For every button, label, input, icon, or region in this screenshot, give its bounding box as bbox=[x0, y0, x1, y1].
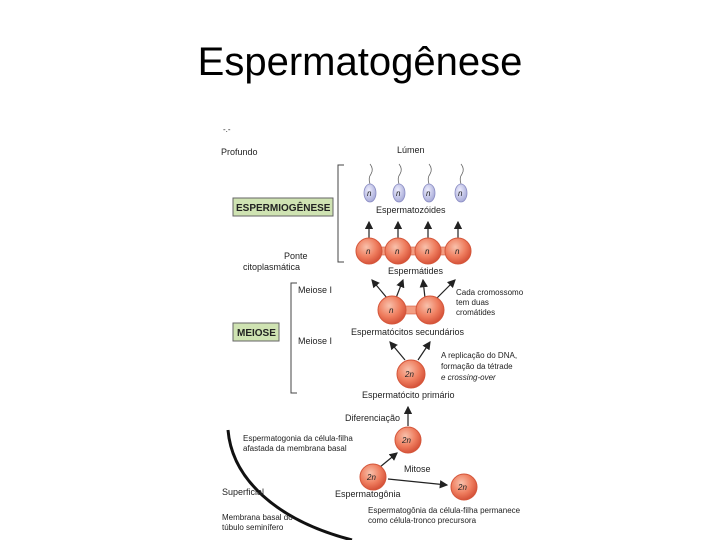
corner-mark: -.- bbox=[223, 125, 231, 134]
label-superficial: Superficial bbox=[222, 487, 264, 497]
label-meiose-i: Meiose I bbox=[298, 336, 332, 346]
label-espermatogonia-afastada-2: afastada da membrana basal bbox=[243, 444, 347, 453]
svg-text:n: n bbox=[367, 189, 372, 198]
label-membrana-basal-1: Membrana basal do bbox=[222, 513, 293, 522]
label-profundo: Profundo bbox=[221, 147, 258, 157]
label-membrana-basal-2: túbulo seminífero bbox=[222, 523, 284, 532]
espermiogenese-box bbox=[232, 197, 334, 217]
secondary-spermatocyte-2: n bbox=[415, 295, 445, 325]
secondary-spermatocyte-1: n bbox=[377, 295, 407, 325]
espermiogenese-bracket bbox=[337, 164, 344, 263]
sperm-tails bbox=[368, 163, 464, 185]
svg-text:2n: 2n bbox=[404, 370, 414, 379]
meiose-bracket bbox=[290, 282, 297, 394]
meiose-box bbox=[232, 322, 280, 342]
label-replicacao-2: formação da tétrade bbox=[441, 362, 513, 371]
label-cromossomo-3: cromátides bbox=[456, 308, 495, 317]
svg-text:n: n bbox=[455, 247, 460, 256]
spermatid-4: n bbox=[444, 237, 472, 265]
spermatid-3: n bbox=[414, 237, 442, 265]
svg-text:2n: 2n bbox=[457, 483, 467, 492]
meiose-box-label: MEIOSE bbox=[237, 328, 276, 339]
svg-text:n: n bbox=[425, 247, 430, 256]
label-permanece-2: como célula-tronco precursora bbox=[368, 516, 477, 525]
label-espermatogonia: Espermatogônia bbox=[335, 489, 401, 499]
spermatozoon-4: n bbox=[454, 183, 468, 203]
svg-text:n: n bbox=[427, 306, 432, 315]
svg-text:n: n bbox=[366, 247, 371, 256]
spermatozoon-2: n bbox=[392, 183, 406, 203]
label-espermatozoides: Espermatozóides bbox=[376, 205, 446, 215]
label-mitose: Mitose bbox=[404, 464, 431, 474]
espermiogenese-box-label: ESPERMIOGÊNESE bbox=[236, 201, 331, 214]
label-espermatocito-primario: Espermatócito primário bbox=[362, 390, 455, 400]
mitose-arrows bbox=[379, 452, 449, 489]
label-ponte-1: Ponte bbox=[284, 251, 308, 261]
spermatozoon-3: n bbox=[422, 183, 436, 203]
spermatid-1: n bbox=[355, 237, 383, 265]
label-replicacao-3: e crossing-over bbox=[441, 373, 496, 382]
label-cromossomo-2: tem duas bbox=[456, 298, 489, 307]
svg-text:n: n bbox=[396, 189, 401, 198]
slide-title: Espermatogênese bbox=[197, 40, 523, 84]
label-espermatides: Espermátides bbox=[388, 266, 444, 276]
espermiogenese-arrows bbox=[364, 220, 463, 238]
spermatogonium-displaced: 2n bbox=[394, 426, 422, 454]
label-lumen: Lúmen bbox=[397, 145, 425, 155]
basal-membrane bbox=[226, 429, 353, 540]
meiose-ii-arrows bbox=[371, 278, 456, 299]
svg-text:2n: 2n bbox=[366, 473, 376, 482]
label-meiose-ii: Meiose I bbox=[298, 285, 332, 295]
spermatozoon-1: n bbox=[363, 183, 377, 203]
label-diferenciacao: Diferenciação bbox=[345, 413, 400, 423]
spermatid-2: n bbox=[384, 237, 412, 265]
spermatogonium-stem-cell: 2n bbox=[450, 473, 478, 501]
label-espermatogonia-afastada-1: Espermatogonia da célula-filha bbox=[243, 434, 353, 443]
label-permanece-1: Espermatogônia da célula-filha permanece bbox=[368, 506, 521, 515]
svg-text:2n: 2n bbox=[401, 436, 411, 445]
spermatogonium: 2n bbox=[359, 463, 387, 491]
primary-spermatocyte: 2n bbox=[396, 359, 426, 389]
svg-text:n: n bbox=[389, 306, 394, 315]
svg-text:n: n bbox=[458, 189, 463, 198]
label-replicacao-1: A replicação do DNA, bbox=[441, 351, 517, 360]
meiose-i-arrows bbox=[389, 341, 431, 361]
label-cromossomo-1: Cada cromossomo bbox=[456, 288, 524, 297]
svg-text:n: n bbox=[395, 247, 400, 256]
svg-text:n: n bbox=[426, 189, 431, 198]
label-espermatocitos-secundarios: Espermatócitos secundários bbox=[351, 327, 465, 337]
label-ponte-2: citoplasmática bbox=[243, 262, 300, 272]
